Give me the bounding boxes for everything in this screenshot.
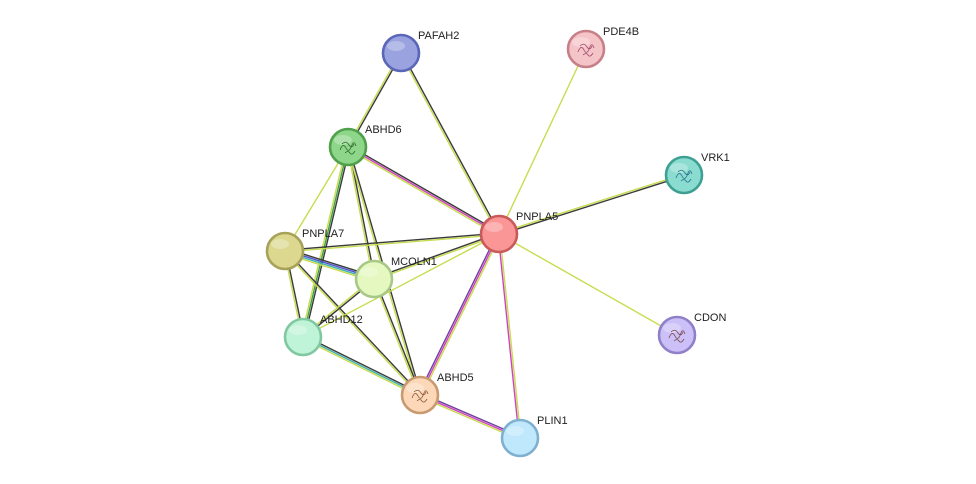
edge-line-yellow [346, 147, 499, 237]
edge-line-black [284, 249, 422, 396]
edge-line-black [373, 232, 500, 279]
edge-line-yellow [300, 145, 348, 338]
protein-structure-icon [577, 43, 595, 57]
edge-line-black [348, 144, 501, 234]
edge-PDE4B-PNPLA5[interactable] [498, 48, 587, 235]
node-label: ABHD12 [320, 314, 363, 326]
edge-line-yellow [499, 233, 522, 439]
node-label: PLIN1 [537, 415, 568, 427]
node-circle [566, 29, 606, 69]
protein-structure-icon [339, 141, 357, 155]
node-highlight [506, 426, 524, 436]
edge-line-yellow [498, 233, 678, 336]
edge-line-yellow [284, 234, 500, 253]
node-label: VRK1 [701, 152, 730, 164]
node-label: MCOLN1 [391, 256, 437, 268]
node-pnpla5[interactable]: PNPLA5 [479, 211, 558, 254]
node-mcoln1[interactable]: MCOLN1 [354, 256, 437, 299]
edge-line-yellow [372, 278, 420, 397]
node-circle [400, 375, 440, 415]
node-pafah2[interactable]: PAFAH2 [381, 30, 459, 73]
node-plin1[interactable]: PLIN1 [500, 415, 568, 458]
edge-line-black [303, 146, 351, 339]
node-layer: PAFAH2 PDE4B ABHD6VRK1PNPLA5PNPLA7MCOLN1AB… [265, 26, 730, 458]
edge-line-yellow [420, 234, 502, 397]
node-circle [328, 127, 368, 167]
node-circle [354, 259, 394, 299]
edge-line-magenta [347, 146, 500, 235]
edge-ABHD6-PNPLA7[interactable] [284, 146, 349, 252]
edge-line-purple [417, 232, 499, 395]
node-circle [479, 214, 519, 254]
edge-line-yellow [283, 250, 421, 397]
node-highlight [406, 383, 424, 393]
edge-line-magenta [497, 233, 520, 439]
node-highlight [289, 325, 307, 335]
edge-ABHD6-ABHD12[interactable] [300, 145, 351, 339]
edge-line-yellow [373, 234, 500, 281]
edge-PNPLA7-ABHD5[interactable] [283, 249, 422, 397]
node-highlight [663, 323, 681, 333]
edge-line-magenta [419, 233, 500, 396]
edge-line-yellow [284, 146, 349, 252]
node-label: PAFAH2 [418, 30, 459, 42]
edge-line-yellow [301, 337, 420, 398]
edge-line-teal [302, 336, 421, 396]
edge-line-yellow [498, 173, 685, 234]
node-circle [381, 33, 421, 73]
node-pde4b[interactable]: PDE4B [566, 26, 639, 69]
node-highlight [360, 267, 378, 277]
node-label: PDE4B [603, 26, 639, 38]
node-label: CDON [694, 312, 726, 324]
edge-PLIN1-PNPLA5[interactable] [497, 233, 522, 439]
edge-line-black [284, 232, 500, 251]
protein-structure-icon [675, 169, 693, 183]
node-label: PNPLA5 [516, 211, 558, 223]
edge-line-black [401, 51, 501, 235]
edge-ABHD6-MCOLN1[interactable] [346, 146, 376, 280]
edge-line-black [303, 334, 422, 395]
edge-ABHD12-ABHD5[interactable] [301, 334, 422, 398]
edge-line-black [498, 175, 685, 236]
edge-line-black [374, 277, 422, 396]
edge-MCOLN1-ABHD5[interactable] [372, 277, 422, 397]
edge-VRK1-PNPLA5[interactable] [498, 173, 685, 236]
node-highlight [271, 239, 289, 249]
edge-line-green [302, 146, 349, 338]
edge-PNPLA7-PNPLA5[interactable] [284, 232, 500, 253]
edge-PAFAH2-PNPLA5[interactable] [399, 51, 501, 236]
node-highlight [670, 163, 688, 173]
node-circle [283, 317, 323, 357]
edge-line-yellow [302, 233, 500, 338]
edge-ABHD12-PNPLA5[interactable] [302, 233, 500, 338]
node-abhd12[interactable]: ABHD12 [283, 314, 363, 357]
node-vrk1[interactable]: VRK1 [664, 152, 730, 195]
edge-ABHD5-PNPLA5[interactable] [417, 232, 502, 397]
edge-ABHD6-PNPLA5[interactable] [346, 144, 501, 237]
node-circle [657, 315, 697, 355]
node-highlight [572, 37, 590, 47]
node-circle [664, 155, 704, 195]
protein-structure-icon [668, 329, 686, 343]
node-abhd5[interactable]: ABHD5 [400, 372, 474, 415]
node-cdon[interactable]: CDON [657, 312, 726, 355]
node-pnpla7[interactable]: PNPLA7 [265, 228, 344, 271]
edge-line-yellow [498, 48, 587, 235]
node-label: PNPLA7 [302, 228, 344, 240]
node-circle [500, 418, 540, 458]
node-circle [265, 231, 305, 271]
edge-MCOLN1-PNPLA5[interactable] [373, 232, 500, 281]
node-label: ABHD6 [365, 124, 402, 136]
node-highlight [334, 135, 352, 145]
node-label: ABHD5 [437, 372, 474, 384]
protein-structure-icon [411, 389, 429, 403]
edge-CDON-PNPLA5[interactable] [498, 233, 678, 336]
node-highlight [485, 222, 503, 232]
edge-line-yellow [346, 146, 374, 280]
edge-line-yellow [399, 52, 499, 236]
node-abhd6[interactable]: ABHD6 [328, 124, 402, 167]
node-highlight [387, 41, 405, 51]
